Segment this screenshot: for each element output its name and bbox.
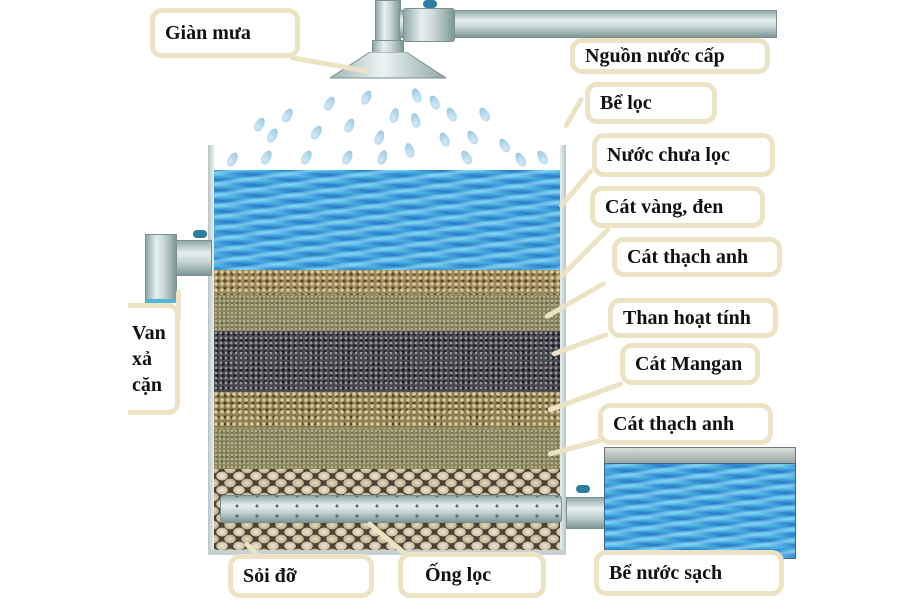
label-nuoc-chua-loc-text: Nước chưa lọc (607, 143, 730, 166)
label-than-hoat-tinh-text: Than hoạt tính (623, 306, 751, 329)
drain-valve-icon (193, 230, 207, 238)
label-nguon-nuoc-cap: Nguồn nước cấp (570, 38, 770, 74)
label-cat-thach-anh-2: Cát thạch anh (598, 403, 773, 445)
label-gian-mua: Giàn mưa (150, 8, 300, 58)
layer-unfiltered-water (214, 170, 560, 270)
label-cat-vang-den: Cát vàng, đen (590, 186, 765, 228)
label-cat-mangan-text: Cát Mangan (635, 352, 743, 375)
label-gian-mua-text: Giàn mưa (165, 21, 251, 44)
clean-water-tank (604, 463, 796, 559)
leader-cat-vang-den (558, 226, 612, 280)
inlet-pipe-joint (403, 8, 455, 42)
label-be-nuoc-sach-text: Bể nước sạch (609, 561, 723, 584)
filter-pipe (220, 495, 562, 523)
leader-be-loc (562, 95, 585, 129)
label-ong-loc-text: Ống lọc (425, 563, 492, 586)
label-ong-loc: Ống lọc (398, 552, 546, 598)
label-nguon-nuoc-cap-text: Nguồn nước cấp (585, 44, 725, 67)
label-cat-mangan: Cát Mangan (620, 343, 760, 385)
label-be-nuoc-sach: Bể nước sạch (594, 550, 784, 596)
drain-pipe-vertical (145, 234, 177, 303)
label-cat-thach-anh-1-text: Cát thạch anh (627, 245, 749, 268)
label-van-xa-can-line-1: Van (132, 322, 166, 344)
filter-tank-bottom (208, 550, 566, 555)
inlet-valve-icon (423, 0, 437, 8)
label-be-loc-text: Bể lọc (600, 91, 652, 114)
label-cat-thach-anh-2-text: Cát thạch anh (613, 412, 735, 435)
layer-manganese-sand (214, 392, 560, 429)
label-soi-do: Sỏi đỡ (228, 554, 374, 598)
label-than-hoat-tinh: Than hoạt tính (608, 298, 778, 338)
label-be-loc: Bể lọc (585, 82, 717, 124)
layer-quartz-sand-1 (214, 295, 560, 331)
inlet-horizontal-pipe (399, 10, 777, 38)
label-cat-thach-anh-1: Cát thạch anh (612, 237, 782, 277)
layer-yellow-black-sand (214, 270, 560, 295)
outlet-valve-icon (576, 485, 590, 493)
label-van-xa-can-line-3: cặn (132, 374, 162, 396)
label-van-xa-can: Van xả cặn (128, 303, 180, 415)
layer-quartz-sand-2 (214, 429, 560, 469)
filter-tank-left-wall (208, 145, 214, 555)
label-soi-do-text: Sỏi đỡ (243, 564, 297, 587)
label-nuoc-chua-loc: Nước chưa lọc (592, 133, 775, 177)
label-cat-vang-den-text: Cát vàng, đen (605, 195, 724, 218)
layer-activated-carbon (214, 331, 560, 392)
label-van-xa-can-line-2: xả (132, 348, 152, 370)
leader-van-xa-can (176, 290, 181, 320)
outlet-pipe (566, 497, 606, 529)
